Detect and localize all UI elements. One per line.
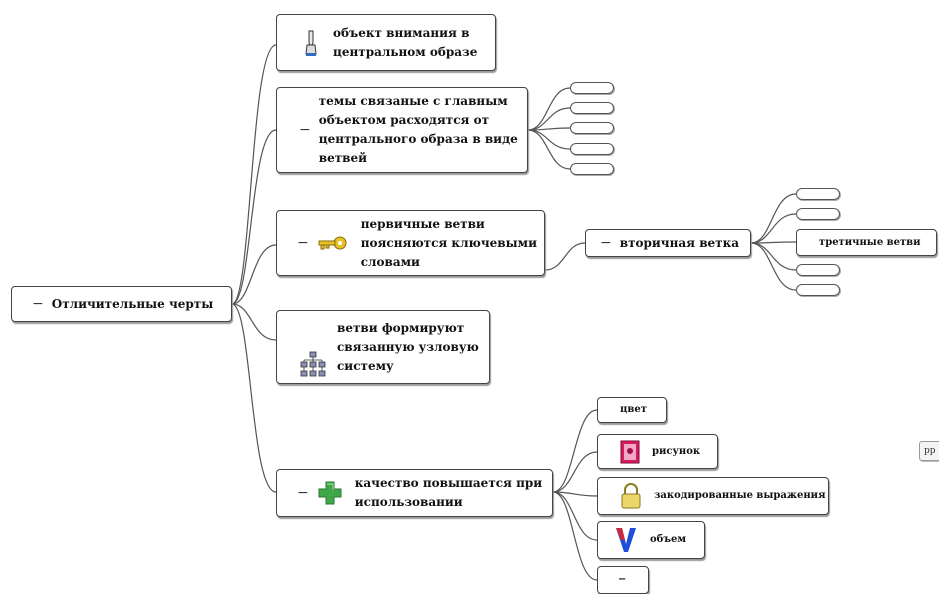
- empty-secondary-node[interactable]: [796, 264, 840, 276]
- empty-topic-node[interactable]: [570, 82, 614, 94]
- empty-secondary-node[interactable]: [796, 188, 840, 200]
- branch-topics-node[interactable]: − темы связаные с главным объектом расхо…: [276, 87, 528, 173]
- branch-topics-label: темы связаные с главным объектом расходя…: [318, 94, 518, 165]
- secondary-branch-node[interactable]: − вторичная ветка: [585, 229, 751, 257]
- branch-quality-label: качество повышается при использовании: [354, 476, 543, 509]
- quality-child-picture[interactable]: рисунок: [597, 434, 718, 469]
- partial-node[interactable]: pp: [919, 441, 939, 461]
- branch-primary-label: первичные ветви поясняются ключевыми сло…: [360, 216, 537, 269]
- quality-child-label: объем: [650, 534, 687, 545]
- empty-topic-node[interactable]: [570, 143, 614, 155]
- plus-icon: [318, 481, 342, 505]
- central-node-label: Отличительные черты: [51, 296, 214, 311]
- branch-object-label: объект внимания в центральном образе: [333, 25, 478, 59]
- pen-icon: [305, 30, 317, 56]
- empty-secondary-node[interactable]: [796, 208, 840, 220]
- empty-topic-node[interactable]: [570, 163, 614, 175]
- quality-child-label: −: [618, 574, 627, 585]
- v-letter-icon: [616, 528, 636, 552]
- empty-topic-node[interactable]: [570, 122, 614, 134]
- collapse-toggle[interactable]: −: [299, 122, 311, 138]
- collapse-toggle[interactable]: −: [32, 296, 44, 312]
- collapse-toggle[interactable]: −: [297, 485, 309, 501]
- collapse-toggle[interactable]: −: [600, 235, 612, 251]
- tertiary-branch-label: третичные ветви: [819, 236, 921, 248]
- quality-child-label: рисунок: [652, 445, 701, 457]
- tertiary-branch-node[interactable]: третичные ветви: [796, 229, 937, 256]
- quality-child-label: закодированные выражения: [654, 490, 826, 501]
- quality-child-volume[interactable]: объем: [597, 521, 705, 559]
- branch-nodes-label: ветви формируют связанную узловую систем…: [337, 320, 479, 373]
- picture-icon: [620, 440, 640, 463]
- collapse-toggle[interactable]: −: [297, 235, 309, 251]
- quality-child-encoded[interactable]: закодированные выражения: [597, 477, 829, 515]
- secondary-branch-label: вторичная ветка: [619, 235, 740, 250]
- empty-topic-node[interactable]: [570, 102, 614, 114]
- central-node[interactable]: − Отличительные черты: [11, 286, 232, 322]
- empty-secondary-node[interactable]: [796, 284, 840, 296]
- branch-primary-node[interactable]: − первичные ветви поясняются ключевыми с…: [276, 210, 545, 276]
- quality-child-color[interactable]: цвет: [597, 397, 667, 423]
- quality-child-label: цвет: [620, 404, 647, 415]
- branch-object-node[interactable]: объект внимания в центральном образе: [276, 14, 496, 71]
- branch-nodes-node[interactable]: ветви формируют связанную узловую систем…: [276, 310, 490, 384]
- key-icon: [318, 236, 347, 250]
- lock-icon: [621, 483, 641, 509]
- branch-quality-node[interactable]: − качество повышается при использовании: [276, 469, 553, 517]
- tree-icon: [300, 351, 326, 377]
